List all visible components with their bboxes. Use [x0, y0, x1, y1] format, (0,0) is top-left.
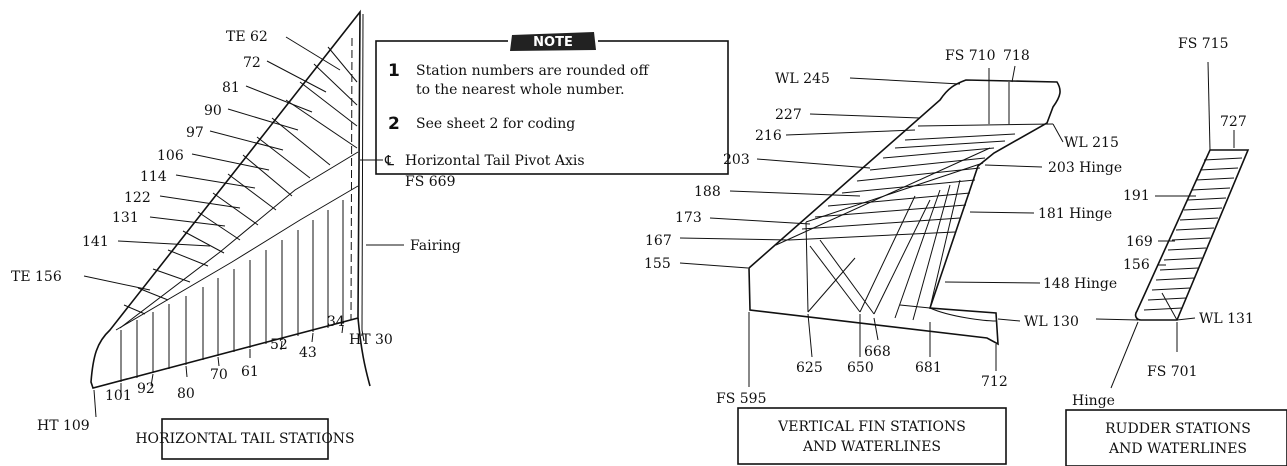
- pivot-dashed-line: [350, 37, 353, 321]
- rudder-drawing: FS 715 727 191 169 156 WL 131 FS 701 Hin…: [1065, 36, 1287, 466]
- rudder-trailing-line: [1161, 292, 1178, 321]
- rudder-label-fs-701: FS 701: [1147, 364, 1197, 380]
- root-edge-line: [361, 13, 364, 331]
- spar-line: [119, 151, 359, 329]
- ht-label-101: 101: [105, 388, 132, 404]
- fin-label-712: 712: [981, 374, 1008, 390]
- te-label-131: 131: [112, 210, 139, 226]
- horizontal-tail-drawing: TE 62 72 81 90 97 106 114 122 131 141 TE…: [11, 9, 585, 460]
- fin-leader-lines: [679, 65, 1064, 387]
- fin-label-650: 650: [847, 360, 874, 376]
- vertical-fin-caption-line-1: VERTICAL FIN STATIONS: [777, 419, 966, 435]
- horizontal-tail-caption-box: [161, 418, 329, 460]
- te-label-81: 81: [222, 80, 240, 96]
- rudder-leader-lines: [1095, 61, 1235, 389]
- ht-label-92: 92: [137, 381, 155, 397]
- fin-label-wl-130: WL 130: [1024, 314, 1079, 330]
- te-label-62: TE 62: [226, 29, 268, 45]
- fin-hinge-line: [805, 162, 984, 223]
- te-label-97: 97: [186, 125, 204, 141]
- fin-root-fillet: [929, 307, 997, 322]
- fin-label-625: 625: [796, 360, 823, 376]
- ht-label-43: 43: [299, 345, 317, 361]
- fin-label-155: 155: [644, 256, 671, 272]
- ht-label-61: 61: [241, 364, 259, 380]
- horizontal-tail-outline: [90, 9, 361, 389]
- centerline-symbol: ℄: [384, 153, 394, 169]
- vertical-fin-drawing: WL 245 227 216 203 188 173 167 155 FS 71…: [644, 48, 1122, 465]
- fin-label-181-hinge: 181 Hinge: [1038, 206, 1112, 222]
- rudder-caption-line-1: RUDDER STATIONS: [1105, 421, 1251, 437]
- ht-label-30: HT 30: [349, 332, 393, 348]
- fin-label-227: 227: [775, 107, 802, 123]
- ht-label-52: 52: [270, 337, 288, 353]
- vertical-fin-caption-box: [737, 407, 1007, 465]
- fairing-label: Fairing: [410, 238, 461, 254]
- rudder-caption-line-2: AND WATERLINES: [1108, 441, 1247, 457]
- rudder-label-hinge: Hinge: [1072, 393, 1115, 409]
- fin-waterline-strips: [788, 133, 1016, 241]
- fin-label-fs-710: FS 710: [945, 48, 995, 64]
- te-label-156: TE 156: [11, 269, 62, 285]
- te-label-141: 141: [82, 234, 109, 250]
- fin-label-173: 173: [675, 210, 702, 226]
- fin-label-148-hinge: 148 Hinge: [1043, 276, 1117, 292]
- rudder-caption-box: [1065, 409, 1287, 466]
- rudder-label-fs-715: FS 715: [1178, 36, 1228, 52]
- note-item-2-line-1: See sheet 2 for coding: [416, 116, 575, 132]
- fin-wl-215-line: [917, 123, 1054, 127]
- pivot-fs-label: FS 669: [405, 174, 455, 190]
- ht-label-70: 70: [210, 367, 228, 383]
- fin-label-203: 203: [723, 152, 750, 168]
- fin-label-188: 188: [694, 184, 721, 200]
- fin-label-wl-215: WL 215: [1064, 135, 1119, 151]
- fin-label-681: 681: [915, 360, 942, 376]
- vertical-fin-outline: [748, 79, 1061, 346]
- te-label-114: 114: [140, 169, 167, 185]
- note-item-2-number: 2: [388, 114, 400, 134]
- fin-label-fs-595: FS 595: [716, 391, 766, 407]
- te-label-90: 90: [204, 103, 222, 119]
- rudder-label-169: 169: [1126, 234, 1153, 250]
- fin-label-167: 167: [645, 233, 672, 249]
- ht-label-80: 80: [177, 386, 195, 402]
- te-label-72: 72: [243, 55, 261, 71]
- note-item-1-line-2: to the nearest whole number.: [416, 82, 625, 98]
- note-item-1-number: 1: [388, 61, 400, 81]
- note-item-1-line-1: Station numbers are rounded off: [416, 63, 649, 79]
- note-tag: NOTE: [533, 35, 573, 50]
- rudder-station-lines: [1143, 157, 1243, 311]
- rudder-label-156: 156: [1123, 257, 1150, 273]
- fin-station-lines: [805, 179, 961, 321]
- note-box: NOTE 1 Station numbers are rounded off t…: [375, 30, 729, 175]
- fin-label-203-hinge: 203 Hinge: [1048, 160, 1122, 176]
- te-label-106: 106: [157, 148, 184, 164]
- note-tag-badge: [510, 32, 596, 51]
- rudder-label-727: 727: [1220, 114, 1247, 130]
- te-leader-lines: [83, 36, 341, 291]
- rudder-label-wl-131: WL 131: [1199, 311, 1254, 327]
- pivot-axis-label: Horizontal Tail Pivot Axis: [405, 153, 585, 169]
- horizontal-tail-caption: HORIZONTAL TAIL STATIONS: [135, 431, 354, 447]
- fin-label-216: 216: [755, 128, 782, 144]
- ht-label-34: 34: [327, 314, 345, 330]
- fin-label-718: 718: [1003, 48, 1030, 64]
- rudder-outline: [1134, 149, 1250, 321]
- fin-label-wl-245: WL 245: [775, 71, 830, 87]
- fin-label-668: 668: [864, 344, 891, 360]
- vertical-fin-caption-line-2: AND WATERLINES: [802, 439, 941, 455]
- ht-label-109: HT 109: [37, 418, 90, 434]
- rudder-label-191: 191: [1123, 188, 1150, 204]
- ht-station-lines: [120, 200, 344, 382]
- trailing-edge-station-lines: [123, 46, 358, 315]
- te-label-122: 122: [124, 190, 151, 206]
- ht-leader-lines: [93, 159, 404, 418]
- control-boundary-line: [115, 185, 359, 331]
- fairing-outline: [357, 317, 371, 387]
